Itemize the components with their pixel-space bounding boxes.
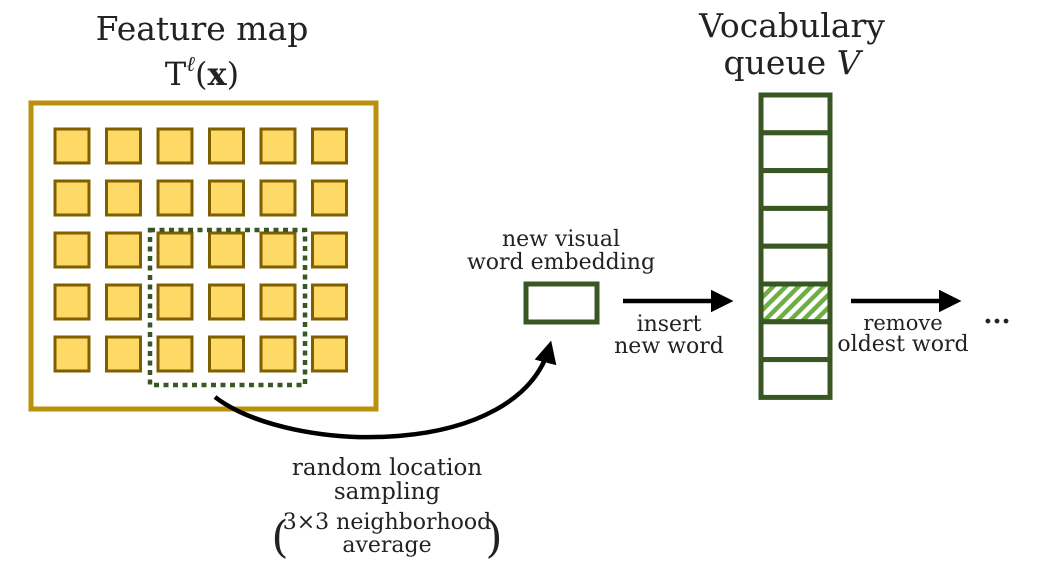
sampling-label-line3: 3×3 neighborhood bbox=[283, 510, 491, 535]
sampling-paren-open: ( bbox=[271, 512, 288, 563]
feature-cell bbox=[311, 335, 348, 373]
feature-map-argument: x bbox=[208, 55, 228, 93]
feature-cell bbox=[259, 231, 297, 269]
feature-cell bbox=[208, 179, 245, 217]
vocabulary-slot bbox=[758, 357, 833, 400]
feature-cell bbox=[156, 179, 194, 217]
feature-map-frame bbox=[28, 100, 379, 412]
feature-cell bbox=[105, 179, 142, 217]
feature-map-symbol-letter: T bbox=[165, 55, 187, 93]
vocabulary-slot-new-word bbox=[758, 281, 833, 325]
feature-cell bbox=[259, 127, 297, 165]
feature-cell bbox=[105, 231, 142, 269]
feature-cell bbox=[105, 127, 142, 165]
sampling-arrow bbox=[213, 340, 557, 440]
sampling-label-line4: average bbox=[342, 533, 431, 558]
embedding-box bbox=[523, 281, 600, 325]
vocabulary-title-line2: queue V bbox=[723, 43, 863, 82]
feature-cell bbox=[259, 179, 297, 217]
feature-cell bbox=[53, 335, 91, 373]
sampling-paren-close: ) bbox=[485, 512, 502, 563]
vocabulary-title-line1: Vocabulary bbox=[698, 6, 885, 45]
feature-cell bbox=[311, 283, 348, 321]
feature-cell bbox=[156, 283, 194, 321]
feature-map-superscript: ℓ bbox=[186, 52, 195, 76]
feature-cell bbox=[311, 231, 348, 269]
vocabulary-slot bbox=[758, 92, 833, 136]
vocabulary-symbol: V bbox=[837, 43, 864, 82]
feature-map-paren-open: ( bbox=[195, 55, 207, 93]
insert-label-line1: insert bbox=[637, 312, 702, 337]
vocabulary-slot bbox=[758, 205, 833, 249]
feature-cell bbox=[53, 283, 91, 321]
feature-cell bbox=[259, 335, 297, 373]
embedding-label-line1: new visual bbox=[502, 227, 620, 252]
feature-map-paren-close: ) bbox=[227, 55, 239, 93]
feature-cell bbox=[156, 231, 194, 269]
feature-cell bbox=[259, 283, 297, 321]
feature-cell bbox=[311, 179, 348, 217]
feature-cell bbox=[53, 179, 91, 217]
feature-cell bbox=[208, 283, 245, 321]
feature-cell bbox=[53, 127, 91, 165]
vocabulary-slot bbox=[758, 130, 833, 174]
vocabulary-title-word: queue bbox=[723, 43, 826, 82]
remove-label-line1: remove bbox=[863, 311, 942, 335]
sampling-label-line2: sampling bbox=[334, 479, 441, 505]
embedding-label-line2: word embedding bbox=[467, 250, 655, 275]
feature-map-grid bbox=[53, 127, 348, 373]
insert-label-line2: new word bbox=[614, 334, 724, 359]
vocabulary-slot bbox=[758, 168, 833, 211]
feature-cell bbox=[53, 231, 91, 269]
feature-cell bbox=[208, 231, 245, 269]
feature-cell bbox=[311, 127, 348, 165]
ellipsis: ... bbox=[983, 300, 1010, 330]
sampling-window bbox=[147, 227, 308, 388]
feature-cell bbox=[208, 335, 245, 373]
feature-map-symbol: Tℓ(x) bbox=[165, 52, 239, 93]
feature-map-title: Feature map bbox=[96, 9, 309, 48]
vocabulary-queue bbox=[758, 92, 833, 400]
vocabulary-slot bbox=[758, 319, 833, 363]
sampling-label-line1: random location bbox=[292, 455, 482, 481]
feature-cell bbox=[105, 335, 142, 373]
feature-cell bbox=[208, 127, 245, 165]
feature-cell bbox=[156, 335, 194, 373]
remove-label-line2: oldest word bbox=[837, 332, 968, 357]
vocabulary-slot bbox=[758, 243, 833, 287]
feature-cell bbox=[156, 127, 194, 165]
feature-cell bbox=[105, 283, 142, 321]
